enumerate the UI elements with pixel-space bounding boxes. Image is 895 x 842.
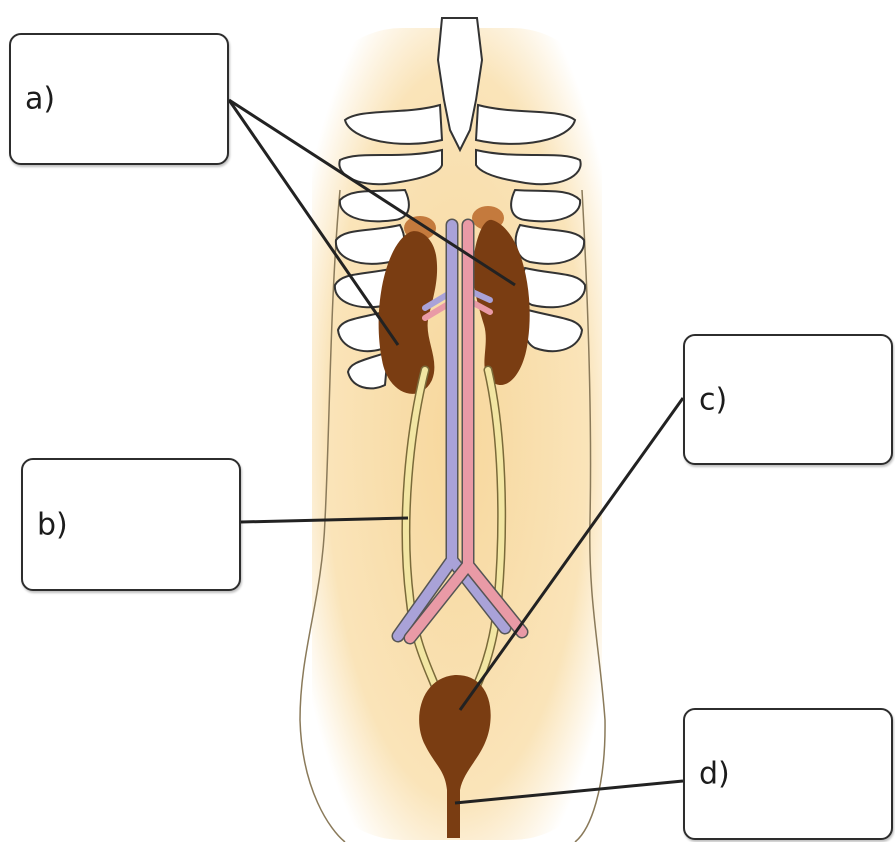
label-d: d) <box>699 757 730 792</box>
label-box-b[interactable]: b) <box>21 458 241 591</box>
label-box-c[interactable]: c) <box>683 334 893 465</box>
label-c: c) <box>699 382 727 417</box>
label-a: a) <box>25 82 55 117</box>
label-b: b) <box>37 507 68 542</box>
label-box-a[interactable]: a) <box>9 33 229 165</box>
label-box-d[interactable]: d) <box>683 708 893 840</box>
